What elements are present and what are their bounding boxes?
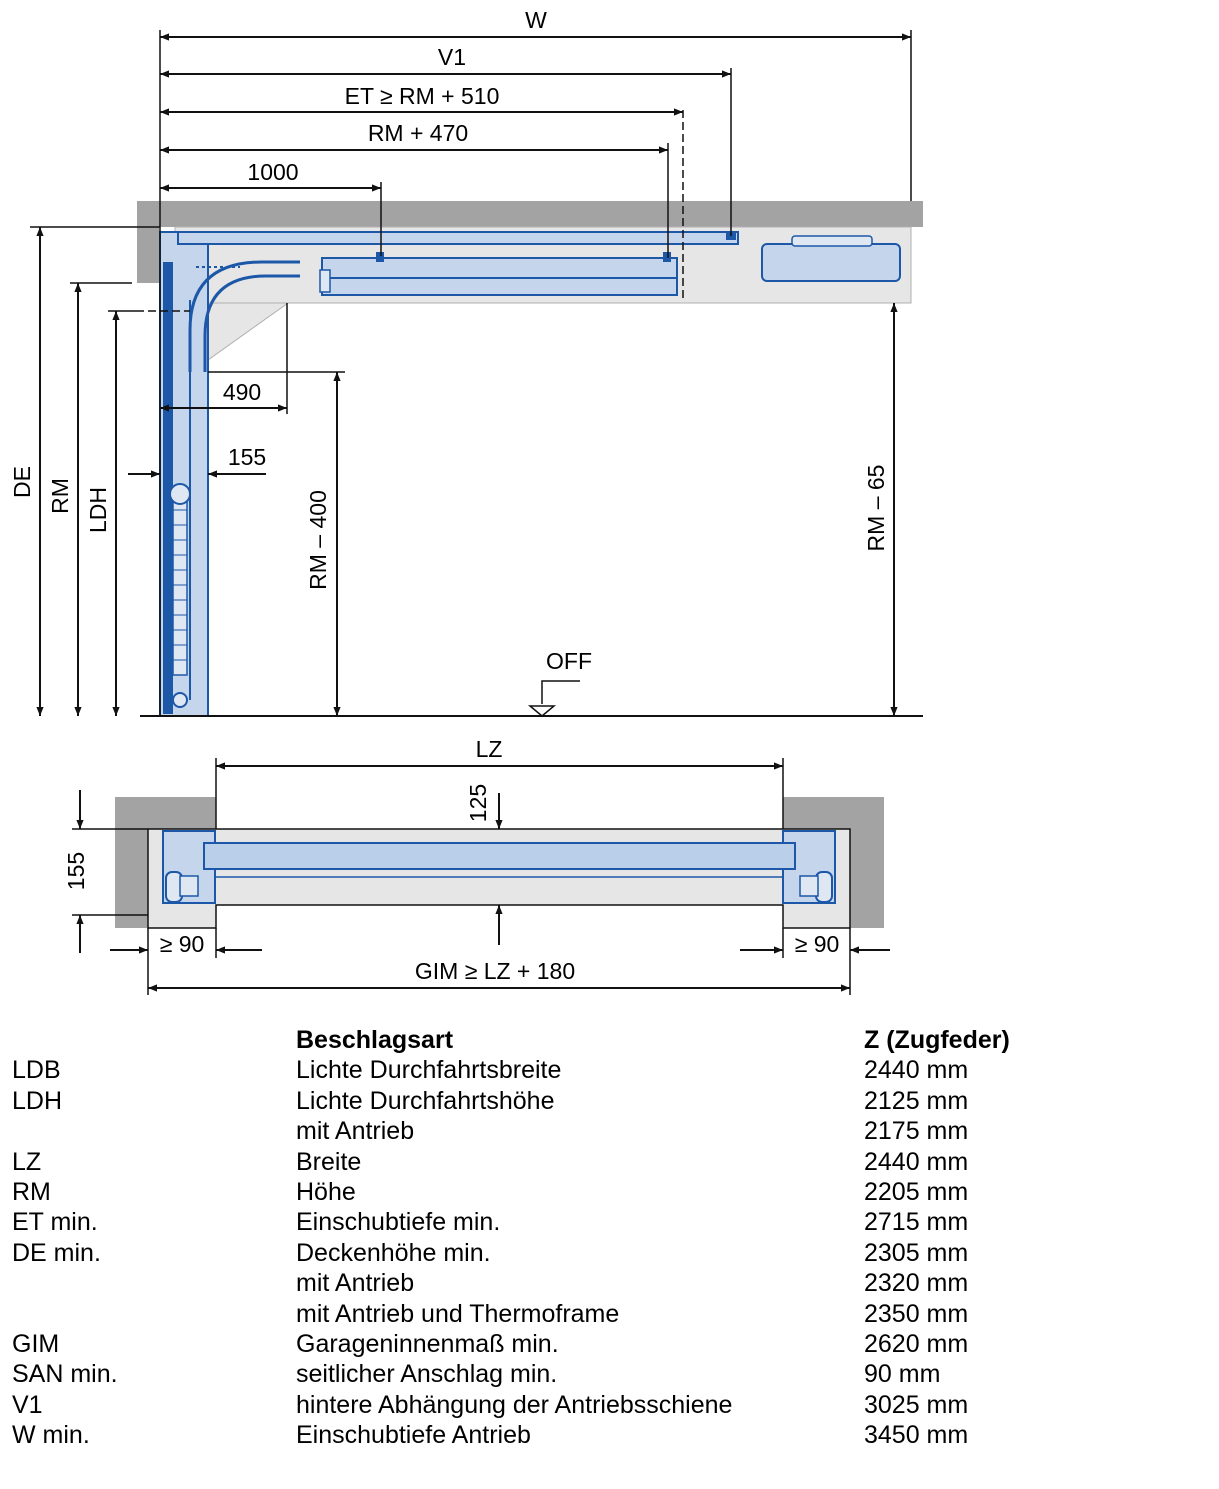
- row-abbr: RM: [12, 1177, 51, 1206]
- table-row: RM Höhe 2205 mm: [12, 1177, 1202, 1207]
- table-row: LDB Lichte Durchfahrtsbreite 2440 mm: [12, 1055, 1202, 1085]
- pulley-icon: [169, 483, 191, 505]
- row-label: Einschubtiefe Antrieb: [296, 1421, 531, 1450]
- wall-right: [783, 797, 884, 928]
- row-value: 2175 mm: [864, 1117, 969, 1146]
- row-abbr: GIM: [12, 1329, 60, 1358]
- lintel-wall: [137, 201, 159, 283]
- dim-w-label: W: [525, 7, 547, 33]
- row-label: Deckenhöhe min.: [296, 1238, 491, 1267]
- dim-rm400-label: RM – 400: [305, 490, 331, 590]
- row-label: Breite: [296, 1147, 362, 1176]
- row-value: 2440 mm: [864, 1147, 969, 1176]
- door-leaf-vertical: [163, 262, 173, 714]
- table-row: W min. Einschubtiefe Antrieb 3450 mm: [12, 1420, 1202, 1450]
- row-abbr: LDB: [12, 1056, 61, 1085]
- dim-de-label: DE: [9, 466, 35, 498]
- door-panel-plan: [203, 842, 796, 870]
- table-row: GIM Garageninnenmaß min. 2620 mm: [12, 1329, 1202, 1359]
- table-row: mit Antrieb und Thermoframe 2350 mm: [12, 1299, 1202, 1329]
- header-label: Beschlagsart: [296, 1026, 454, 1054]
- table-row: V1 hintere Abhängung der Antriebsschiene…: [12, 1390, 1202, 1420]
- dim-rm470-label: RM + 470: [368, 120, 468, 146]
- dim-ldh-label: LDH: [85, 487, 111, 533]
- side-view: W V1 ET ≥ RM + 510 RM + 470 1000 490 155…: [9, 7, 923, 717]
- row-label: Höhe: [296, 1177, 356, 1206]
- dim-rm65-label: RM – 65: [863, 465, 889, 552]
- dim-san-right-label: ≥ 90: [795, 931, 840, 957]
- table-row: LDH Lichte Durchfahrtshöhe 2125 mm: [12, 1086, 1202, 1116]
- operator-motor: [761, 243, 901, 282]
- dim-155-plan-label: 155: [63, 852, 89, 890]
- row-value: 3025 mm: [864, 1390, 969, 1419]
- row-label: Einschubtiefe min.: [296, 1208, 501, 1237]
- table-row: ET min. Einschubtiefe min. 2715 mm: [12, 1207, 1202, 1237]
- radius-fill: [207, 302, 290, 361]
- curved-track: [188, 260, 300, 372]
- row-value: 2125 mm: [864, 1086, 969, 1115]
- row-value: 2440 mm: [864, 1056, 969, 1085]
- top-rail: [177, 231, 739, 245]
- door-leaf-horizontal: [321, 257, 678, 296]
- dim-490-label: 490: [223, 379, 261, 405]
- table-row: LZ Breite 2440 mm: [12, 1147, 1202, 1177]
- row-value: 90 mm: [864, 1360, 941, 1389]
- table-row: mit Antrieb 2320 mm: [12, 1268, 1202, 1298]
- row-abbr: W min.: [12, 1421, 90, 1450]
- dim-125-label: 125: [465, 784, 491, 822]
- dim-rm-label: RM: [47, 478, 73, 514]
- row-label: Lichte Durchfahrtsbreite: [296, 1056, 562, 1085]
- row-label: mit Antrieb: [296, 1117, 415, 1146]
- dim-1000-label: 1000: [247, 159, 298, 185]
- table-row: mit Antrieb 2175 mm: [12, 1116, 1202, 1146]
- row-value: 2350 mm: [864, 1299, 969, 1328]
- top-view: LZ 125 155 ≥ 90 ≥ 90 GIM ≥ LZ + 180: [63, 736, 890, 995]
- specification-table: Beschlagsart Z (Zugfeder) LDB Lichte Dur…: [12, 1025, 1202, 1450]
- off-marker-icon: [527, 705, 557, 717]
- dim-lz-label: LZ: [476, 736, 503, 762]
- row-abbr: DE min.: [12, 1238, 101, 1267]
- dim-gim-label: GIM ≥ LZ + 180: [415, 958, 575, 984]
- dim-155-label: 155: [228, 444, 266, 470]
- row-abbr: SAN min.: [12, 1360, 118, 1389]
- row-value: 2620 mm: [864, 1329, 969, 1358]
- table-row: DE min. Deckenhöhe min. 2305 mm: [12, 1238, 1202, 1268]
- row-label: Lichte Durchfahrtshöhe: [296, 1086, 555, 1115]
- ceiling-slab: [137, 201, 923, 227]
- dim-san-left-label: ≥ 90: [160, 931, 205, 957]
- row-value: 2320 mm: [864, 1269, 969, 1298]
- row-abbr: LDH: [12, 1086, 63, 1115]
- header-value: Z (Zugfeder): [864, 1026, 1010, 1054]
- row-abbr: V1: [12, 1390, 43, 1419]
- table-row: SAN min. seitlicher Anschlag min. 90 mm: [12, 1359, 1202, 1389]
- table-header: Beschlagsart Z (Zugfeder): [12, 1025, 1202, 1055]
- row-label: mit Antrieb: [296, 1269, 415, 1298]
- row-value: 2715 mm: [864, 1208, 969, 1237]
- row-label: Garageninnenmaß min.: [296, 1329, 559, 1358]
- row-abbr: ET min.: [12, 1208, 98, 1237]
- row-abbr: LZ: [12, 1147, 42, 1176]
- garage-door-dimension-diagram: W V1 ET ≥ RM + 510 RM + 470 1000 490 155…: [9, 7, 923, 995]
- dim-et-label: ET ≥ RM + 510: [345, 83, 500, 109]
- row-value: 2305 mm: [864, 1238, 969, 1267]
- row-label: mit Antrieb und Thermoframe: [296, 1299, 620, 1328]
- row-value: 3450 mm: [864, 1421, 969, 1450]
- dim-v1-label: V1: [438, 44, 466, 70]
- row-label: hintere Abhängung der Antriebsschiene: [296, 1390, 733, 1419]
- row-value: 2205 mm: [864, 1177, 969, 1206]
- off-label: OFF: [546, 648, 592, 674]
- row-label: seitlicher Anschlag min.: [296, 1360, 558, 1389]
